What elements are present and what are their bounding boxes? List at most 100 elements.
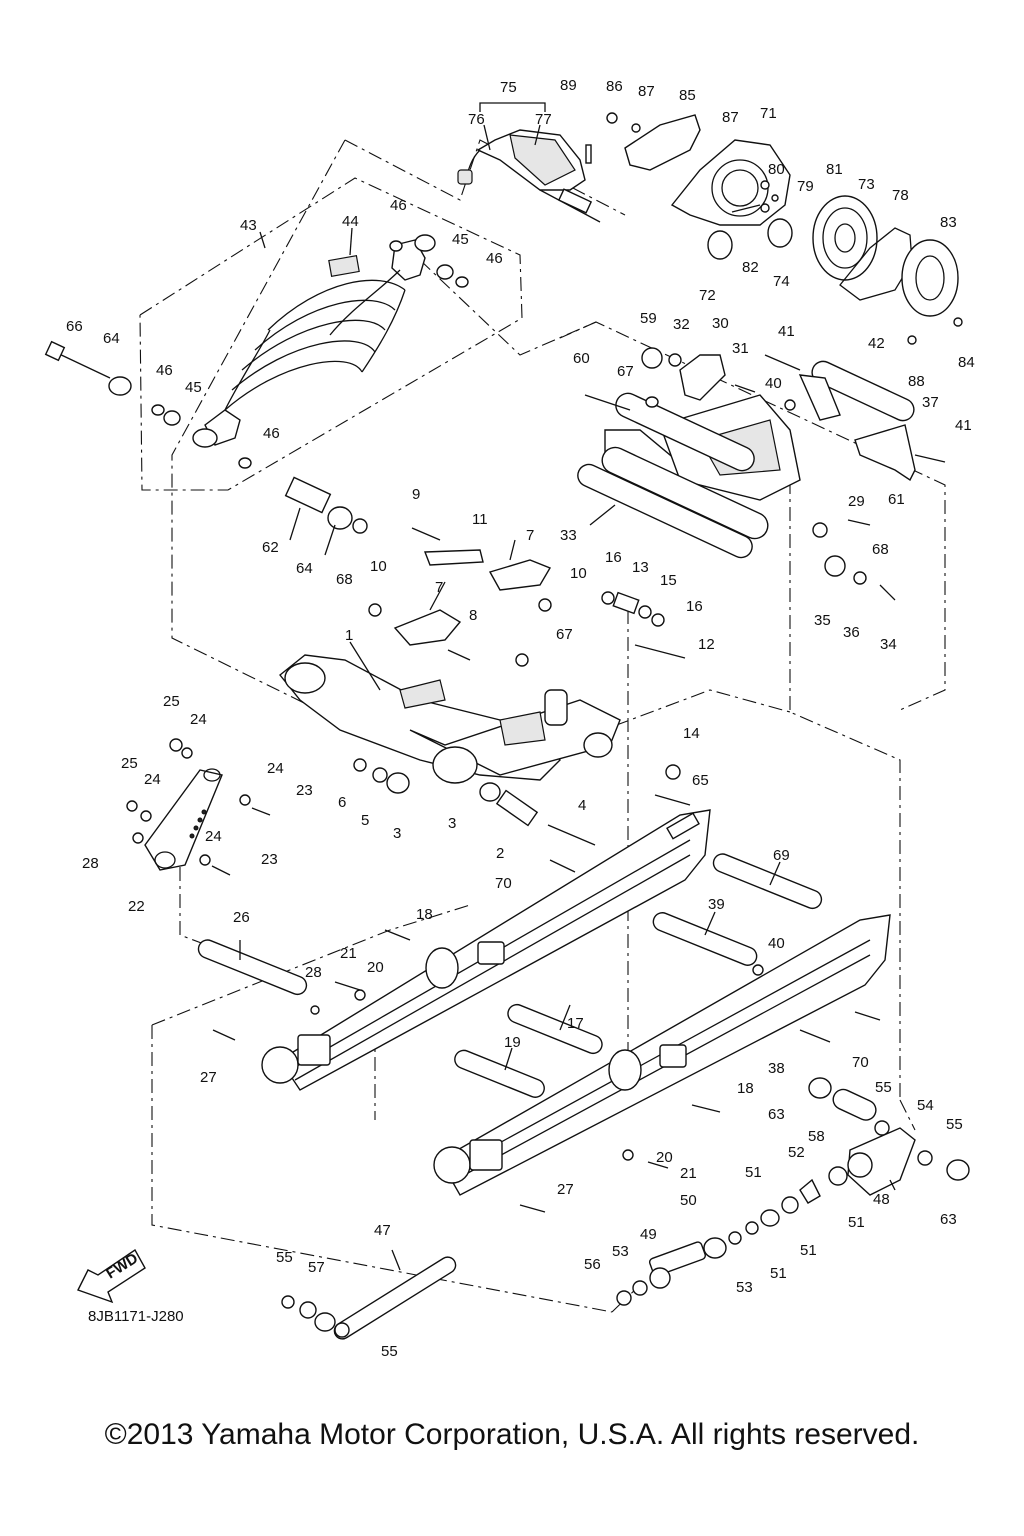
callout-number: 57 [308, 1259, 325, 1276]
callout-number: 16 [605, 549, 622, 566]
callout-number: 88 [908, 373, 925, 390]
callout-number: 45 [452, 231, 469, 248]
callout-number: 82 [742, 259, 759, 276]
callout-number: 27 [200, 1069, 217, 1086]
callout-number: 17 [567, 1015, 584, 1032]
callout-number: 74 [773, 273, 790, 290]
callout-number: 70 [495, 875, 512, 892]
callout-number: 5 [361, 812, 369, 829]
callout-number: 26 [233, 909, 250, 926]
callout-number: 42 [868, 335, 885, 352]
callout-number: 30 [712, 315, 729, 332]
callout-number: 49 [640, 1226, 657, 1243]
callout-number: 87 [638, 83, 655, 100]
callout-number: 23 [261, 851, 278, 868]
callout-number: 62 [262, 539, 279, 556]
callout-number: 22 [128, 898, 145, 915]
callout-number: 34 [880, 636, 897, 653]
front-arm [279, 527, 691, 846]
callout-number: 52 [788, 1144, 805, 1161]
callout-number: 16 [686, 598, 703, 615]
callout-number: 76 [468, 111, 485, 128]
callout-number: 67 [556, 626, 573, 643]
callout-number: 24 [205, 828, 222, 845]
callout-number: 77 [535, 111, 552, 128]
callout-number: 65 [692, 772, 709, 789]
callout-number: 46 [156, 362, 173, 379]
callout-number: 6 [338, 794, 346, 811]
callout-number: 46 [486, 250, 503, 267]
callout-number: 68 [872, 541, 889, 558]
callout-number: 55 [946, 1116, 963, 1133]
slide-rails [197, 809, 891, 1340]
callout-number: 18 [737, 1080, 754, 1097]
callout-number: 27 [557, 1181, 574, 1198]
callout-number: 54 [917, 1097, 934, 1114]
callout-number: 70 [852, 1054, 869, 1071]
callout-number: 64 [103, 330, 120, 347]
callout-number: 53 [612, 1243, 629, 1260]
callout-number: 19 [504, 1034, 521, 1051]
callout-number: 20 [656, 1149, 673, 1166]
callout-number: 37 [922, 394, 939, 411]
leader-lines [239, 102, 896, 1271]
callout-number: 50 [680, 1192, 697, 1209]
callout-number: 25 [163, 693, 180, 710]
callout-number: 89 [560, 77, 577, 94]
callout-number: 61 [888, 491, 905, 508]
callout-number: 14 [683, 725, 700, 742]
callout-number: 51 [800, 1242, 817, 1259]
callout-number: 84 [958, 354, 975, 371]
callout-number: 47 [374, 1222, 391, 1239]
callout-number: 55 [381, 1343, 398, 1360]
callout-number: 23 [296, 782, 313, 799]
callout-number: 24 [144, 771, 161, 788]
callout-number: 21 [680, 1165, 697, 1182]
callout-number: 4 [578, 797, 586, 814]
callout-number: 24 [190, 711, 207, 728]
callout-number: 55 [276, 1249, 293, 1266]
callout-number: 41 [778, 323, 795, 340]
callout-number: 63 [768, 1106, 785, 1123]
callout-number: 40 [768, 935, 785, 952]
callout-number: 38 [768, 1060, 785, 1077]
callout-number: 44 [342, 213, 359, 230]
callout-number: 59 [640, 310, 657, 327]
link-22 [126, 738, 271, 876]
callout-number: 81 [826, 161, 843, 178]
callout-number: 73 [858, 176, 875, 193]
callout-number: 13 [632, 559, 649, 576]
callout-number: 10 [370, 558, 387, 575]
callout-number: 9 [412, 486, 420, 503]
callout-number: 7 [526, 527, 534, 544]
callout-number: 33 [560, 527, 577, 544]
callout-number: 78 [892, 187, 909, 204]
callout-number: 79 [797, 178, 814, 195]
callout-number: 53 [736, 1279, 753, 1296]
callout-number: 51 [770, 1265, 787, 1282]
callout-number: 3 [448, 815, 456, 832]
callout-number: 75 [500, 79, 517, 96]
callout-number: 48 [873, 1191, 890, 1208]
callout-number: 43 [240, 217, 257, 234]
callout-number: 15 [660, 572, 677, 589]
callout-number: 58 [808, 1128, 825, 1145]
callout-number: 2 [496, 845, 504, 862]
callout-number: 56 [584, 1256, 601, 1273]
rear-arm-upper [577, 347, 946, 601]
rear-idler-group [281, 1077, 970, 1338]
callout-number: 83 [940, 214, 957, 231]
callout-number: 63 [940, 1211, 957, 1228]
callout-number: 60 [573, 350, 590, 367]
callout-number: 28 [305, 964, 322, 981]
callout-number: 85 [679, 87, 696, 104]
callout-number: 10 [570, 565, 587, 582]
callout-number: 45 [185, 379, 202, 396]
callout-number: 71 [760, 105, 777, 122]
callout-number: 21 [340, 945, 357, 962]
callout-number: 25 [121, 755, 138, 772]
callout-number: 12 [698, 636, 715, 653]
callout-number: 20 [367, 959, 384, 976]
fwd-arrow-icon: FWD [77, 1248, 146, 1304]
